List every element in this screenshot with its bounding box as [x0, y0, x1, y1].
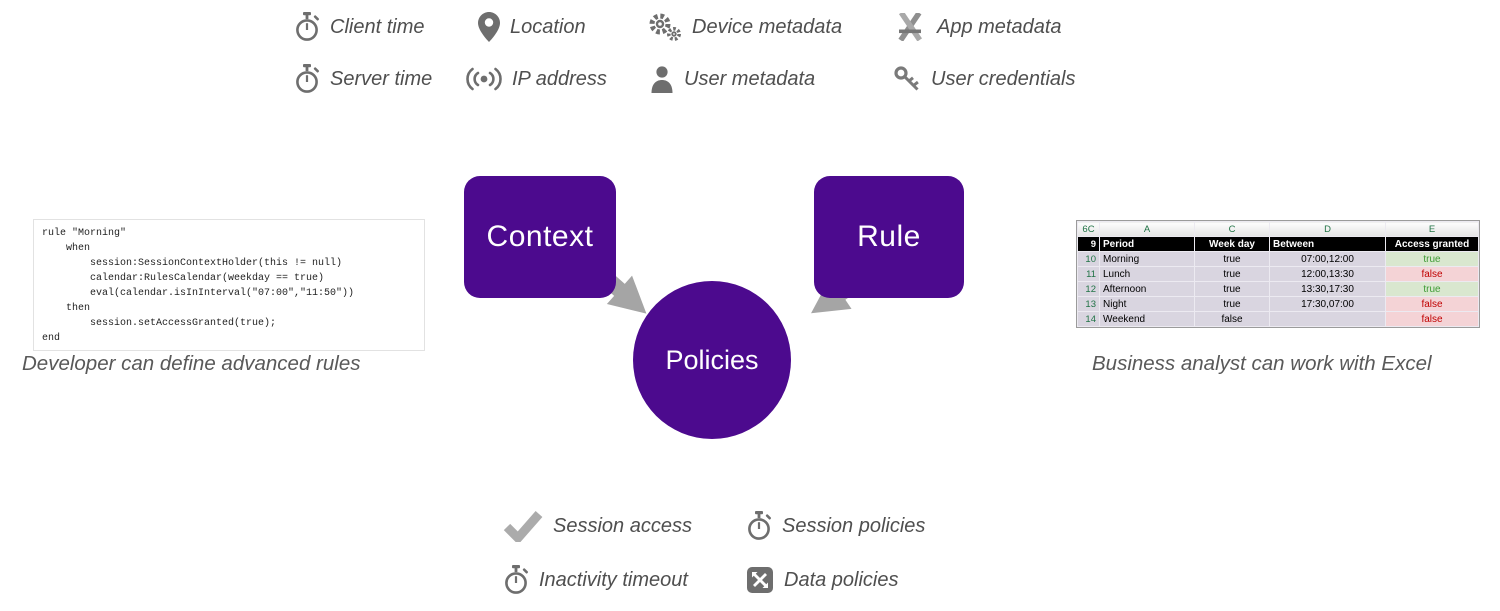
cell-between: 17:30,07:00: [1269, 296, 1386, 312]
name-box: 6C: [1077, 221, 1100, 237]
legend-item-session-access: Session access: [503, 507, 692, 545]
cell-weekday: false: [1194, 311, 1270, 327]
stopwatch-icon: [748, 511, 772, 540]
analyst-caption: Business analyst can work with Excel: [1092, 352, 1432, 375]
cell-period: Night: [1099, 296, 1195, 312]
cell-period: Weekend: [1099, 311, 1195, 327]
cell-access: false: [1385, 266, 1479, 282]
location-pin-icon: [478, 12, 500, 42]
cell-period: Lunch: [1099, 266, 1195, 282]
cell-access: true: [1385, 251, 1479, 267]
legend-label: Device metadata: [692, 15, 843, 38]
cell-weekday: true: [1194, 281, 1270, 297]
col-header-d: D: [1269, 221, 1386, 237]
cell-period-header: Period: [1099, 236, 1195, 252]
crossed-arrows-icon: [747, 567, 773, 593]
cell-weekday: true: [1194, 251, 1270, 267]
rule-code-panel: rule "Morning" when session:SessionConte…: [33, 219, 425, 351]
legend-item-user-credentials: User credentials: [893, 60, 1076, 98]
cell-access: true: [1385, 281, 1479, 297]
cell-access-header: Access granted: [1385, 236, 1479, 252]
legend-label: Location: [510, 15, 586, 38]
stopwatch-icon: [296, 64, 320, 93]
cell-between: 12:00,13:30: [1269, 266, 1386, 282]
context-node: Context: [464, 176, 616, 298]
excel-sheet: 6C A C D E 9 Period Week day Between Acc…: [1076, 220, 1480, 328]
legend-label: Server time: [330, 67, 433, 90]
signal-icon: [466, 67, 502, 91]
row-number: 10: [1077, 251, 1100, 267]
rule-node: Rule: [814, 176, 964, 298]
developer-caption: Developer can define advanced rules: [22, 352, 361, 375]
legend-item-inactivity-timeout: Inactivity timeout: [503, 561, 688, 599]
cell-period: Morning: [1099, 251, 1195, 267]
cell-weekday-header: Week day: [1194, 236, 1270, 252]
legend-label: Inactivity timeout: [539, 568, 688, 591]
legend-item-server-time: Server time: [294, 60, 432, 98]
stopwatch-icon: [505, 565, 529, 594]
legend-item-data-policies: Data policies: [746, 561, 899, 599]
column-header-row: 6C A C D E: [1077, 221, 1479, 237]
cell-between-header: Between: [1269, 236, 1386, 252]
legend-label: IP address: [512, 67, 607, 90]
legend-item-app-metadata: App metadata: [893, 8, 1062, 46]
sheet-row-14: 14 Weekend false false: [1077, 311, 1479, 327]
cell-access: false: [1385, 296, 1479, 312]
cell-weekday: true: [1194, 296, 1270, 312]
rule-code: rule "Morning" when session:SessionConte…: [42, 228, 355, 344]
legend-item-device-metadata: Device metadata: [646, 8, 842, 46]
legend-label: User credentials: [931, 67, 1076, 90]
legend-label: Session policies: [782, 514, 926, 537]
cell-between: 07:00,12:00: [1269, 251, 1386, 267]
check-icon: [503, 511, 543, 542]
legend-item-user-metadata: User metadata: [650, 60, 815, 98]
sheet-header-row: 9 Period Week day Between Access granted: [1077, 236, 1479, 252]
col-header-c: C: [1194, 221, 1270, 237]
cell-access: false: [1385, 311, 1479, 327]
legend-label: Data policies: [784, 568, 899, 591]
legend-label: Session access: [553, 514, 692, 537]
legend-item-location: Location: [478, 8, 586, 46]
col-header-a: A: [1099, 221, 1195, 237]
legend-item-session-policies: Session policies: [746, 507, 925, 545]
policies-node: Policies: [633, 281, 791, 439]
legend-item-client-time: Client time: [294, 8, 424, 46]
cell-between: [1269, 311, 1386, 327]
gears-icon: [649, 13, 681, 41]
sheet-row-13: 13 Night true 17:30,07:00 false: [1077, 296, 1479, 312]
policies-label: Policies: [665, 344, 759, 375]
row-number: 11: [1077, 266, 1100, 282]
rule-label: Rule: [857, 220, 921, 253]
cell-period: Afternoon: [1099, 281, 1195, 297]
sheet-row-10: 10 Morning true 07:00,12:00 true: [1077, 251, 1479, 267]
legend-label: Client time: [330, 15, 425, 38]
row-number: 12: [1077, 281, 1100, 297]
legend-label: User metadata: [684, 67, 816, 90]
row-number: 13: [1077, 296, 1100, 312]
key-icon: [894, 66, 919, 91]
cell-weekday: true: [1194, 266, 1270, 282]
stopwatch-icon: [296, 12, 320, 41]
drafting-tools-icon: [898, 13, 922, 41]
sheet-row-12: 12 Afternoon true 13:30,17:30 true: [1077, 281, 1479, 297]
context-label: Context: [486, 220, 594, 253]
user-icon: [651, 66, 673, 93]
sheet-row-11: 11 Lunch true 12:00,13:30 false: [1077, 266, 1479, 282]
legend-label: App metadata: [937, 15, 1062, 38]
row-number: 14: [1077, 311, 1100, 327]
row-number: 9: [1077, 236, 1100, 252]
cell-between: 13:30,17:30: [1269, 281, 1386, 297]
legend-item-ip-address: IP address: [466, 60, 607, 98]
excel-table: 6C A C D E 9 Period Week day Between Acc…: [1077, 221, 1479, 327]
col-header-e: E: [1385, 221, 1479, 237]
